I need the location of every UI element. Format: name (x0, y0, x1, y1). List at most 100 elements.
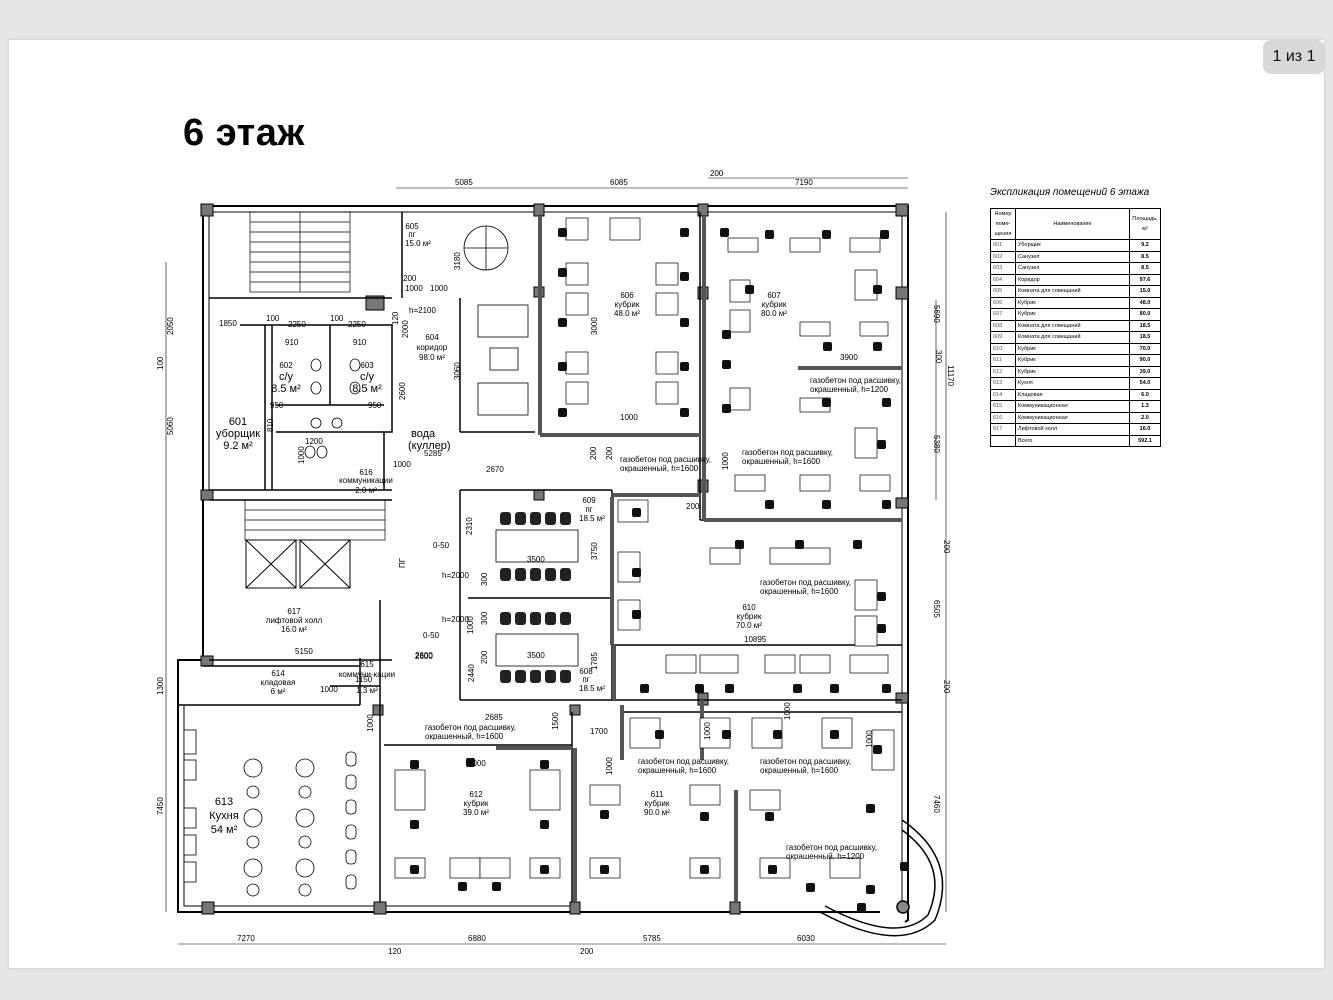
plan-text: 0-50 (433, 541, 450, 550)
plan-text: 615 (360, 660, 374, 669)
plan-text: 910 (285, 338, 299, 347)
plan-text: 200 (942, 540, 951, 554)
plan-text: 2440 (467, 664, 476, 682)
plan-text: кладовая (261, 678, 296, 687)
plan-text: 1850 (219, 319, 237, 328)
room-name-cell: Уборщик (1015, 239, 1130, 252)
room-name-cell: Кубрик (1015, 365, 1130, 378)
plan-text: 614 (271, 669, 285, 678)
plan-text: 6 м² (271, 687, 286, 696)
plan-text: 1000 (393, 460, 411, 469)
room-area-cell: 80.0 (1129, 308, 1161, 321)
plan-text: окрашенный, h=1600 (760, 766, 839, 775)
plan-text: 100 (330, 314, 344, 323)
plan-text: пг (585, 505, 592, 514)
room-name-cell: Кубрик (1015, 342, 1130, 355)
plan-text: 7460 (932, 795, 941, 813)
plan-text: 200 (580, 947, 594, 956)
room-name-cell: Кухня (1015, 377, 1130, 390)
room-number-cell: 606 (990, 296, 1016, 309)
header-area: Площадь, м² (1129, 208, 1161, 240)
plan-text: h=2100 (409, 306, 436, 315)
plan-text: h=2000 (442, 571, 469, 580)
room-number-cell: 611 (990, 354, 1016, 367)
kitchen-tables (243, 751, 357, 897)
plan-text: газобетон под расшивку, (425, 723, 516, 732)
plan-text: уборщик (216, 428, 260, 440)
plan-text: газобетон под расшивку, (810, 376, 901, 385)
plan-text: 617 (287, 607, 301, 616)
plan-text: 6505 (932, 600, 941, 618)
plan-text: 3500 (527, 651, 545, 660)
plan-text: 18.5 м² (579, 684, 605, 693)
plan-text: 16.0 м² (281, 625, 307, 634)
plan-text: 1.3 м² (356, 686, 378, 695)
plan-text: 610 (742, 603, 756, 612)
plan-text: кубрик (615, 300, 640, 309)
plan-text: лифтовой холл (266, 616, 323, 625)
page-counter[interactable]: 1 из 1 (1263, 40, 1325, 74)
plan-text: 3000 (590, 317, 599, 335)
partition-note-8: газобетон под расшивку,окрашенный, h=120… (786, 843, 877, 861)
plan-text: 200 (403, 274, 417, 283)
room-name-cell: Лифтовой холл (1015, 423, 1130, 436)
office-chairs (410, 228, 909, 912)
room-area-cell: 48.0 (1129, 296, 1161, 309)
plan-text: 80.0 м² (761, 309, 787, 318)
toilet-fixtures (304, 358, 361, 459)
plan-text: кубрик (645, 799, 670, 808)
plan-text: окрашенный, h=1200 (786, 852, 865, 861)
plan-text: 602 (279, 361, 293, 370)
partition-note-4: газобетон под расшивку,окрашенный, h=160… (760, 578, 851, 596)
room-area-cell: 8.5 (1129, 250, 1161, 263)
plan-text: 300 (480, 611, 489, 625)
plan-text: 11170 (946, 365, 955, 387)
plan-text: 910 (353, 338, 367, 347)
staircase-bottom (244, 499, 386, 541)
plan-text: окрашенный, h=1600 (760, 587, 839, 596)
plan-text: 950 (368, 401, 382, 410)
plan-text: 604 (425, 333, 439, 342)
partition-note-2: газобетон под расшивку,окрашенный, h=160… (742, 448, 833, 466)
room-number-cell: 612 (990, 365, 1016, 378)
plan-notes: вода(куллер) газобетон под расшивку,окра… (398, 376, 901, 861)
elevators (245, 539, 351, 589)
plan-text: 6880 (468, 934, 486, 943)
room-area-cell: 2.0 (1129, 411, 1161, 424)
plan-text: 613 (215, 796, 233, 808)
room-area-cell: 6.0 (1129, 388, 1161, 401)
room-name-cell: Коммуникационная (1015, 400, 1130, 413)
plan-text: 7270 (237, 934, 255, 943)
room-area-cell: 97.6 (1129, 273, 1161, 286)
plan-text: (куллер) (408, 440, 451, 452)
room-number-cell: 602 (990, 250, 1016, 263)
room-number-cell: 614 (990, 388, 1016, 401)
room-number-cell: 613 (990, 377, 1016, 390)
room-area-cell: 1.3 (1129, 400, 1161, 413)
room-area-cell: 18.5 (1129, 319, 1161, 332)
plan-text: 200 (942, 680, 951, 694)
room-number-cell: 617 (990, 423, 1016, 436)
plan-text: 608 (579, 667, 593, 676)
pg-label: ПГ (398, 557, 407, 568)
plan-text: 1500 (551, 712, 560, 730)
room-area-cell: 16.0 (1129, 423, 1161, 436)
room-area-cell: 8.5 (1129, 262, 1161, 275)
plan-text: 2685 (485, 713, 503, 722)
room-name-cell: Коридор (1015, 273, 1130, 286)
plan-text: 1200 (305, 437, 323, 446)
plan-text: 10895 (744, 635, 767, 644)
room-name-cell: Комната для совещаний (1015, 319, 1130, 332)
